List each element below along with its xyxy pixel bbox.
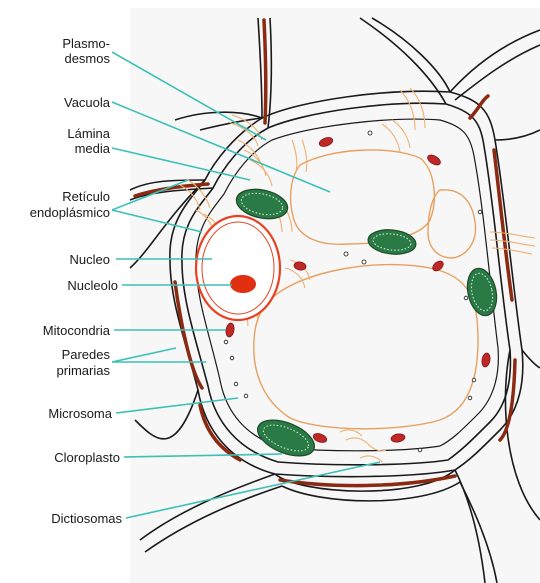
label-nucleolo: Nucleolo — [67, 278, 118, 293]
label-cloroplasto: Cloroplasto — [54, 450, 120, 465]
label-plasmodesmos-1: Plasmo- — [62, 36, 110, 51]
label-vacuola: Vacuola — [64, 95, 111, 110]
label-microsoma: Microsoma — [48, 406, 112, 421]
label-paredes-2: primarias — [57, 363, 111, 378]
label-dictiosomas: Dictiosomas — [51, 511, 122, 526]
label-group: Plasmo- desmos Vacuola Lámina media Retí… — [30, 36, 123, 526]
nucleolus — [230, 275, 256, 293]
nucleus — [196, 216, 280, 320]
label-nucleo: Nucleo — [70, 252, 110, 267]
label-reticulo-1: Retículo — [62, 189, 110, 204]
label-plasmodesmos-2: desmos — [64, 51, 110, 66]
label-lamina-1: Lámina — [67, 126, 110, 141]
label-paredes-1: Paredes — [62, 347, 111, 362]
label-mitocondria: Mitocondria — [43, 323, 111, 338]
label-reticulo-2: endoplásmico — [30, 205, 110, 220]
label-lamina-2: media — [75, 141, 111, 156]
